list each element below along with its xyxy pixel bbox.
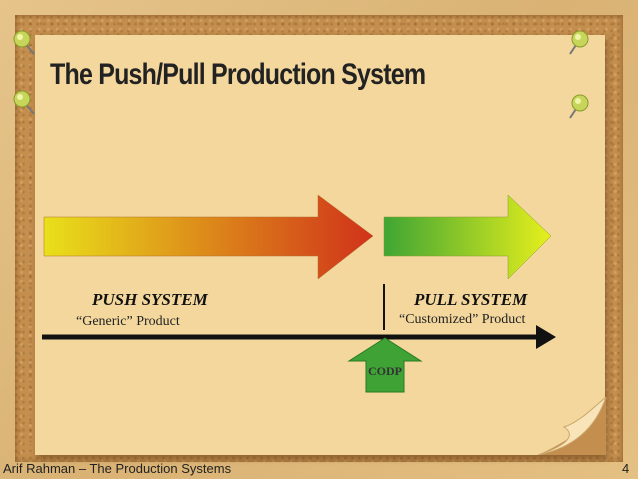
push-pin-icon [13,90,35,115]
push-pin-icon [569,94,589,119]
push-arrow [43,194,374,280]
pull-system-label: PULL SYSTEM [414,290,528,309]
timeline-arrowhead [536,325,556,349]
slide-footer: Arif Rahman – The Production Systems [3,461,232,476]
push-pin-icon [13,30,35,55]
codp-arrow [347,337,423,393]
customized-product-label: “Customized” Product [399,312,526,327]
codp-label: CODP [368,364,402,378]
push-pin-icon [569,30,589,55]
generic-product-label: “Generic” Product [76,314,180,329]
paper-curl-corner [538,397,606,455]
page-number: 4 [622,461,630,476]
slide-title: The Push/Pull Production System [50,58,426,92]
pull-arrow [383,194,552,280]
push-system-label: PUSH SYSTEM [92,290,208,309]
